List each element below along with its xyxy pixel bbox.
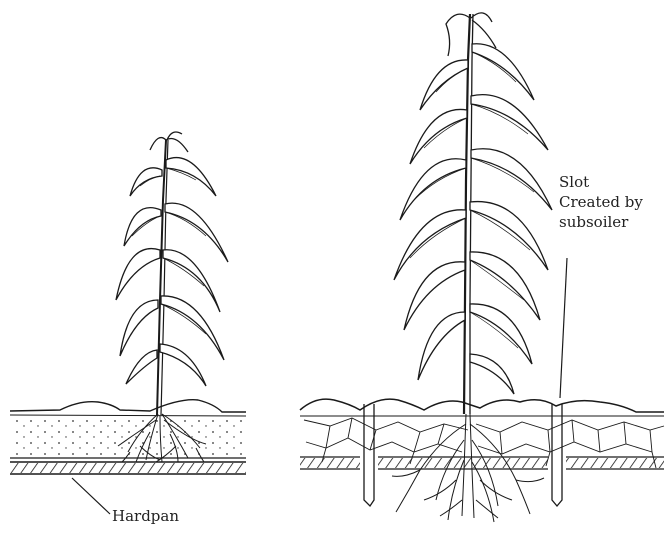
slot-pointer	[560, 258, 567, 398]
slot-label: Slot Created by subsoiler	[559, 172, 643, 232]
slot-label-line-1: Slot	[559, 172, 643, 192]
left-soil-profile	[10, 400, 246, 514]
right-soil-profile	[300, 258, 664, 506]
slot-label-line-2: Created by	[559, 192, 643, 212]
left-slot	[364, 404, 374, 506]
hardpan-pointer	[72, 478, 110, 514]
slot-label-line-3: subsoiler	[559, 212, 643, 232]
left-stunted-plant	[116, 132, 228, 415]
hardpan-layer	[10, 463, 246, 473]
hardpan-label: Hardpan	[112, 506, 179, 526]
right-tall-plant	[394, 13, 552, 414]
right-slot	[552, 404, 562, 506]
